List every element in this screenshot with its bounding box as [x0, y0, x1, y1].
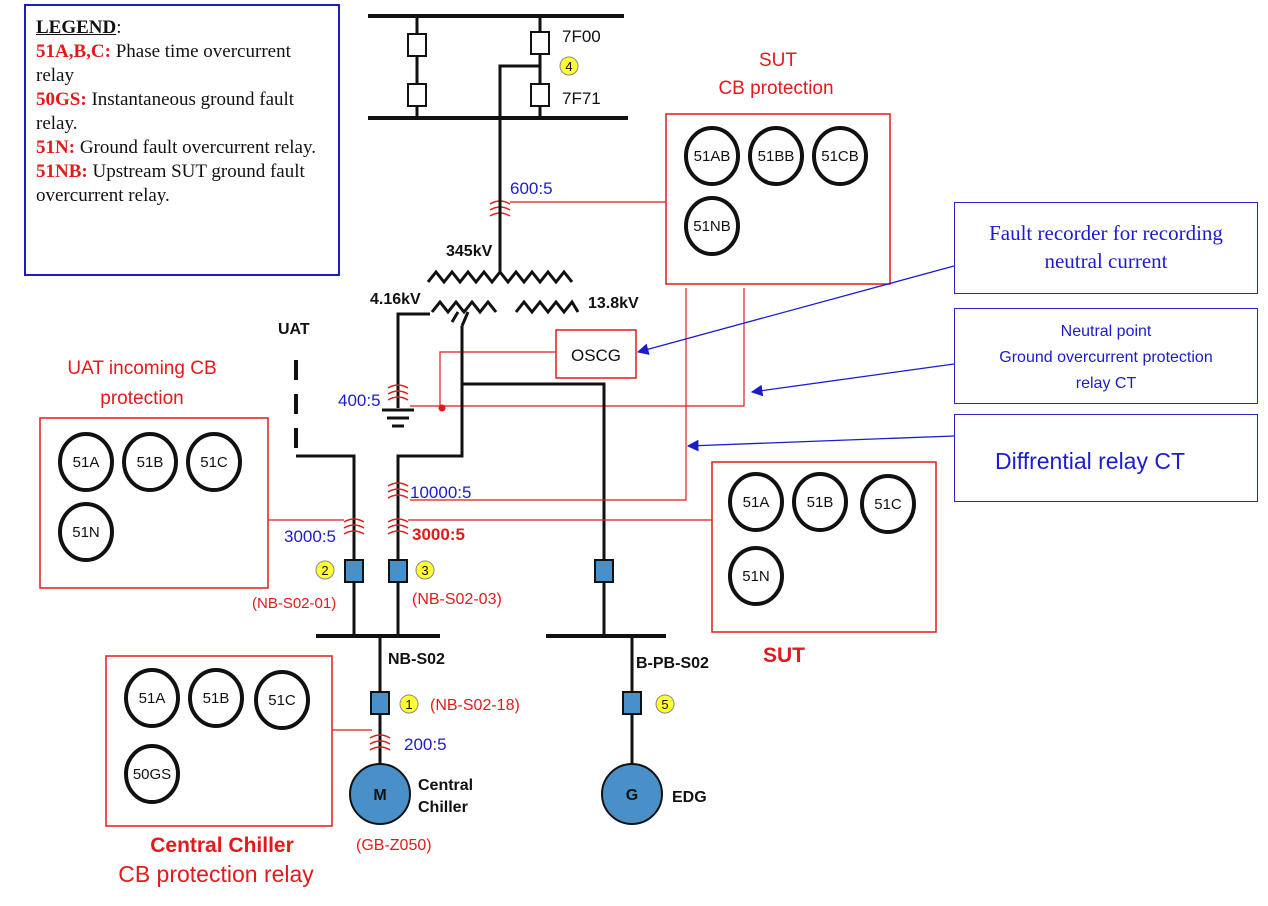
neutral-ct-wire	[410, 288, 745, 407]
neutral-junction-dot	[438, 404, 446, 412]
uat-box-title-2: protection	[100, 388, 183, 409]
voltage-345kv-label: 345kV	[446, 243, 493, 260]
sut-cb-title-2: CB protection	[718, 78, 833, 99]
oscg-wire	[439, 351, 556, 406]
uat-protection-box	[39, 417, 269, 589]
breaker-7f71-label: 7F71	[562, 89, 601, 108]
diff-relay-ct-box: Diffrential relay CT	[954, 414, 1258, 502]
uat-relay-51n: 51N	[72, 524, 100, 541]
uat-relay-51c: 51C	[200, 454, 228, 471]
nb-s02-01-label: (NB-S02-01)	[252, 595, 336, 612]
sut-relay-51b: 51B	[807, 494, 834, 511]
annotation-arrows	[636, 265, 955, 452]
legend-title: LEGEND	[36, 17, 117, 38]
marker-5: 5	[655, 694, 675, 714]
relay-51nb: 51NB	[693, 218, 731, 235]
generator-symbol	[601, 763, 663, 825]
sut-cb-title-1: SUT	[759, 50, 797, 71]
chiller-relay-50gs: 50GS	[133, 766, 171, 783]
b-pb-s02-bus-label: B-PB-S02	[636, 655, 709, 672]
ct-diff	[387, 482, 409, 499]
chiller-protection-box	[105, 655, 333, 827]
ct-3000-5-uat-label: 3000:5	[284, 527, 336, 546]
legend-item-51abc: 51A,B,C: Phase time overcurrent relay	[36, 41, 291, 86]
ct-3000-5-sut-label: 3000:5	[412, 525, 465, 544]
generator-label: G	[626, 787, 638, 804]
sut-protection-box	[711, 461, 937, 633]
marker-2: 2	[315, 560, 335, 580]
oscg-box	[555, 329, 637, 379]
top-breakers	[407, 31, 550, 107]
legend-item-51n: 51N: Ground fault overcurrent relay.	[36, 137, 316, 158]
relay-51ab: 51AB	[694, 148, 731, 165]
legend-item-51nb: 51NB: Upstream SUT ground fault overcurr…	[36, 161, 305, 206]
ct-neutral	[387, 384, 409, 401]
marker-4: 4	[559, 56, 579, 76]
chiller-box-title-2: CB protection relay	[118, 861, 314, 887]
ct-200-5-label: 200:5	[404, 735, 447, 754]
gb-z050-label: (GB-Z050)	[356, 837, 432, 854]
uat-relay-51a: 51A	[73, 454, 100, 471]
sut-relay-51a: 51A	[743, 494, 770, 511]
svg-text:3: 3	[421, 563, 428, 578]
chiller-relay-51b: 51B	[203, 690, 230, 707]
edg-label: EDG	[672, 789, 707, 806]
sut-relay-51c: 51C	[874, 496, 902, 513]
uat-box-title-1: UAT incoming CB	[67, 358, 216, 379]
ct-uat	[343, 518, 365, 535]
nb-s02-18-label: (NB-S02-18)	[430, 697, 520, 714]
ct-600-5-label: 600:5	[510, 179, 553, 198]
chiller-relay-51a: 51A	[139, 690, 166, 707]
oscg-label: OSCG	[571, 346, 621, 365]
svg-text:4: 4	[565, 59, 572, 74]
chiller-relay-51c: 51C	[268, 692, 296, 709]
relay-51cb: 51CB	[821, 148, 859, 165]
chiller-label-line1: Central	[418, 777, 473, 794]
svg-text:1: 1	[405, 697, 412, 712]
nb-s02-03-label: (NB-S02-03)	[412, 591, 502, 608]
marker-3: 3	[415, 560, 435, 580]
legend-box: LEGEND: 51A,B,C: Phase time overcurrent …	[24, 4, 340, 276]
voltage-4-16kv-label: 4.16kV	[370, 291, 421, 308]
legend-item-50gs: 50GS: Instantaneous ground fault relay.	[36, 89, 295, 134]
sut-box-title: SUT	[763, 644, 805, 667]
svg-text:2: 2	[321, 563, 328, 578]
ct-chiller	[369, 734, 391, 751]
neutral-ground-path	[382, 312, 430, 428]
ct-10000-5-label: 10000:5	[410, 483, 471, 502]
breakers-lv	[344, 559, 642, 715]
ct-400-5-label: 400:5	[338, 391, 381, 410]
marker-1: 1	[399, 694, 419, 714]
sut-cb-relays	[684, 126, 868, 256]
nb-s02-bus-label: NB-S02	[388, 651, 445, 668]
fault-recorder-box: Fault recorder for recording neutral cur…	[954, 202, 1258, 294]
sut-transformer	[426, 264, 580, 327]
ct-sut-lv	[387, 518, 409, 535]
diff-ct-wire	[410, 288, 687, 501]
chiller-box-title-1: Central Chiller	[150, 834, 294, 857]
motor-label: M	[373, 787, 386, 804]
voltage-13-8kv-label: 13.8kV	[588, 295, 639, 312]
neutral-point-box: Neutral point Ground overcurrent protect…	[954, 308, 1258, 404]
chiller-label-line2: Chiller	[418, 799, 468, 816]
svg-text:5: 5	[661, 697, 668, 712]
breaker-7f00-label: 7F00	[562, 27, 601, 46]
sut-relay-51n: 51N	[742, 568, 770, 585]
uat-relay-51b: 51B	[137, 454, 164, 471]
relay-51bb: 51BB	[758, 148, 795, 165]
uat-label: UAT	[278, 321, 310, 338]
sut-cb-protection-box	[665, 113, 891, 285]
motor-symbol	[349, 763, 411, 825]
